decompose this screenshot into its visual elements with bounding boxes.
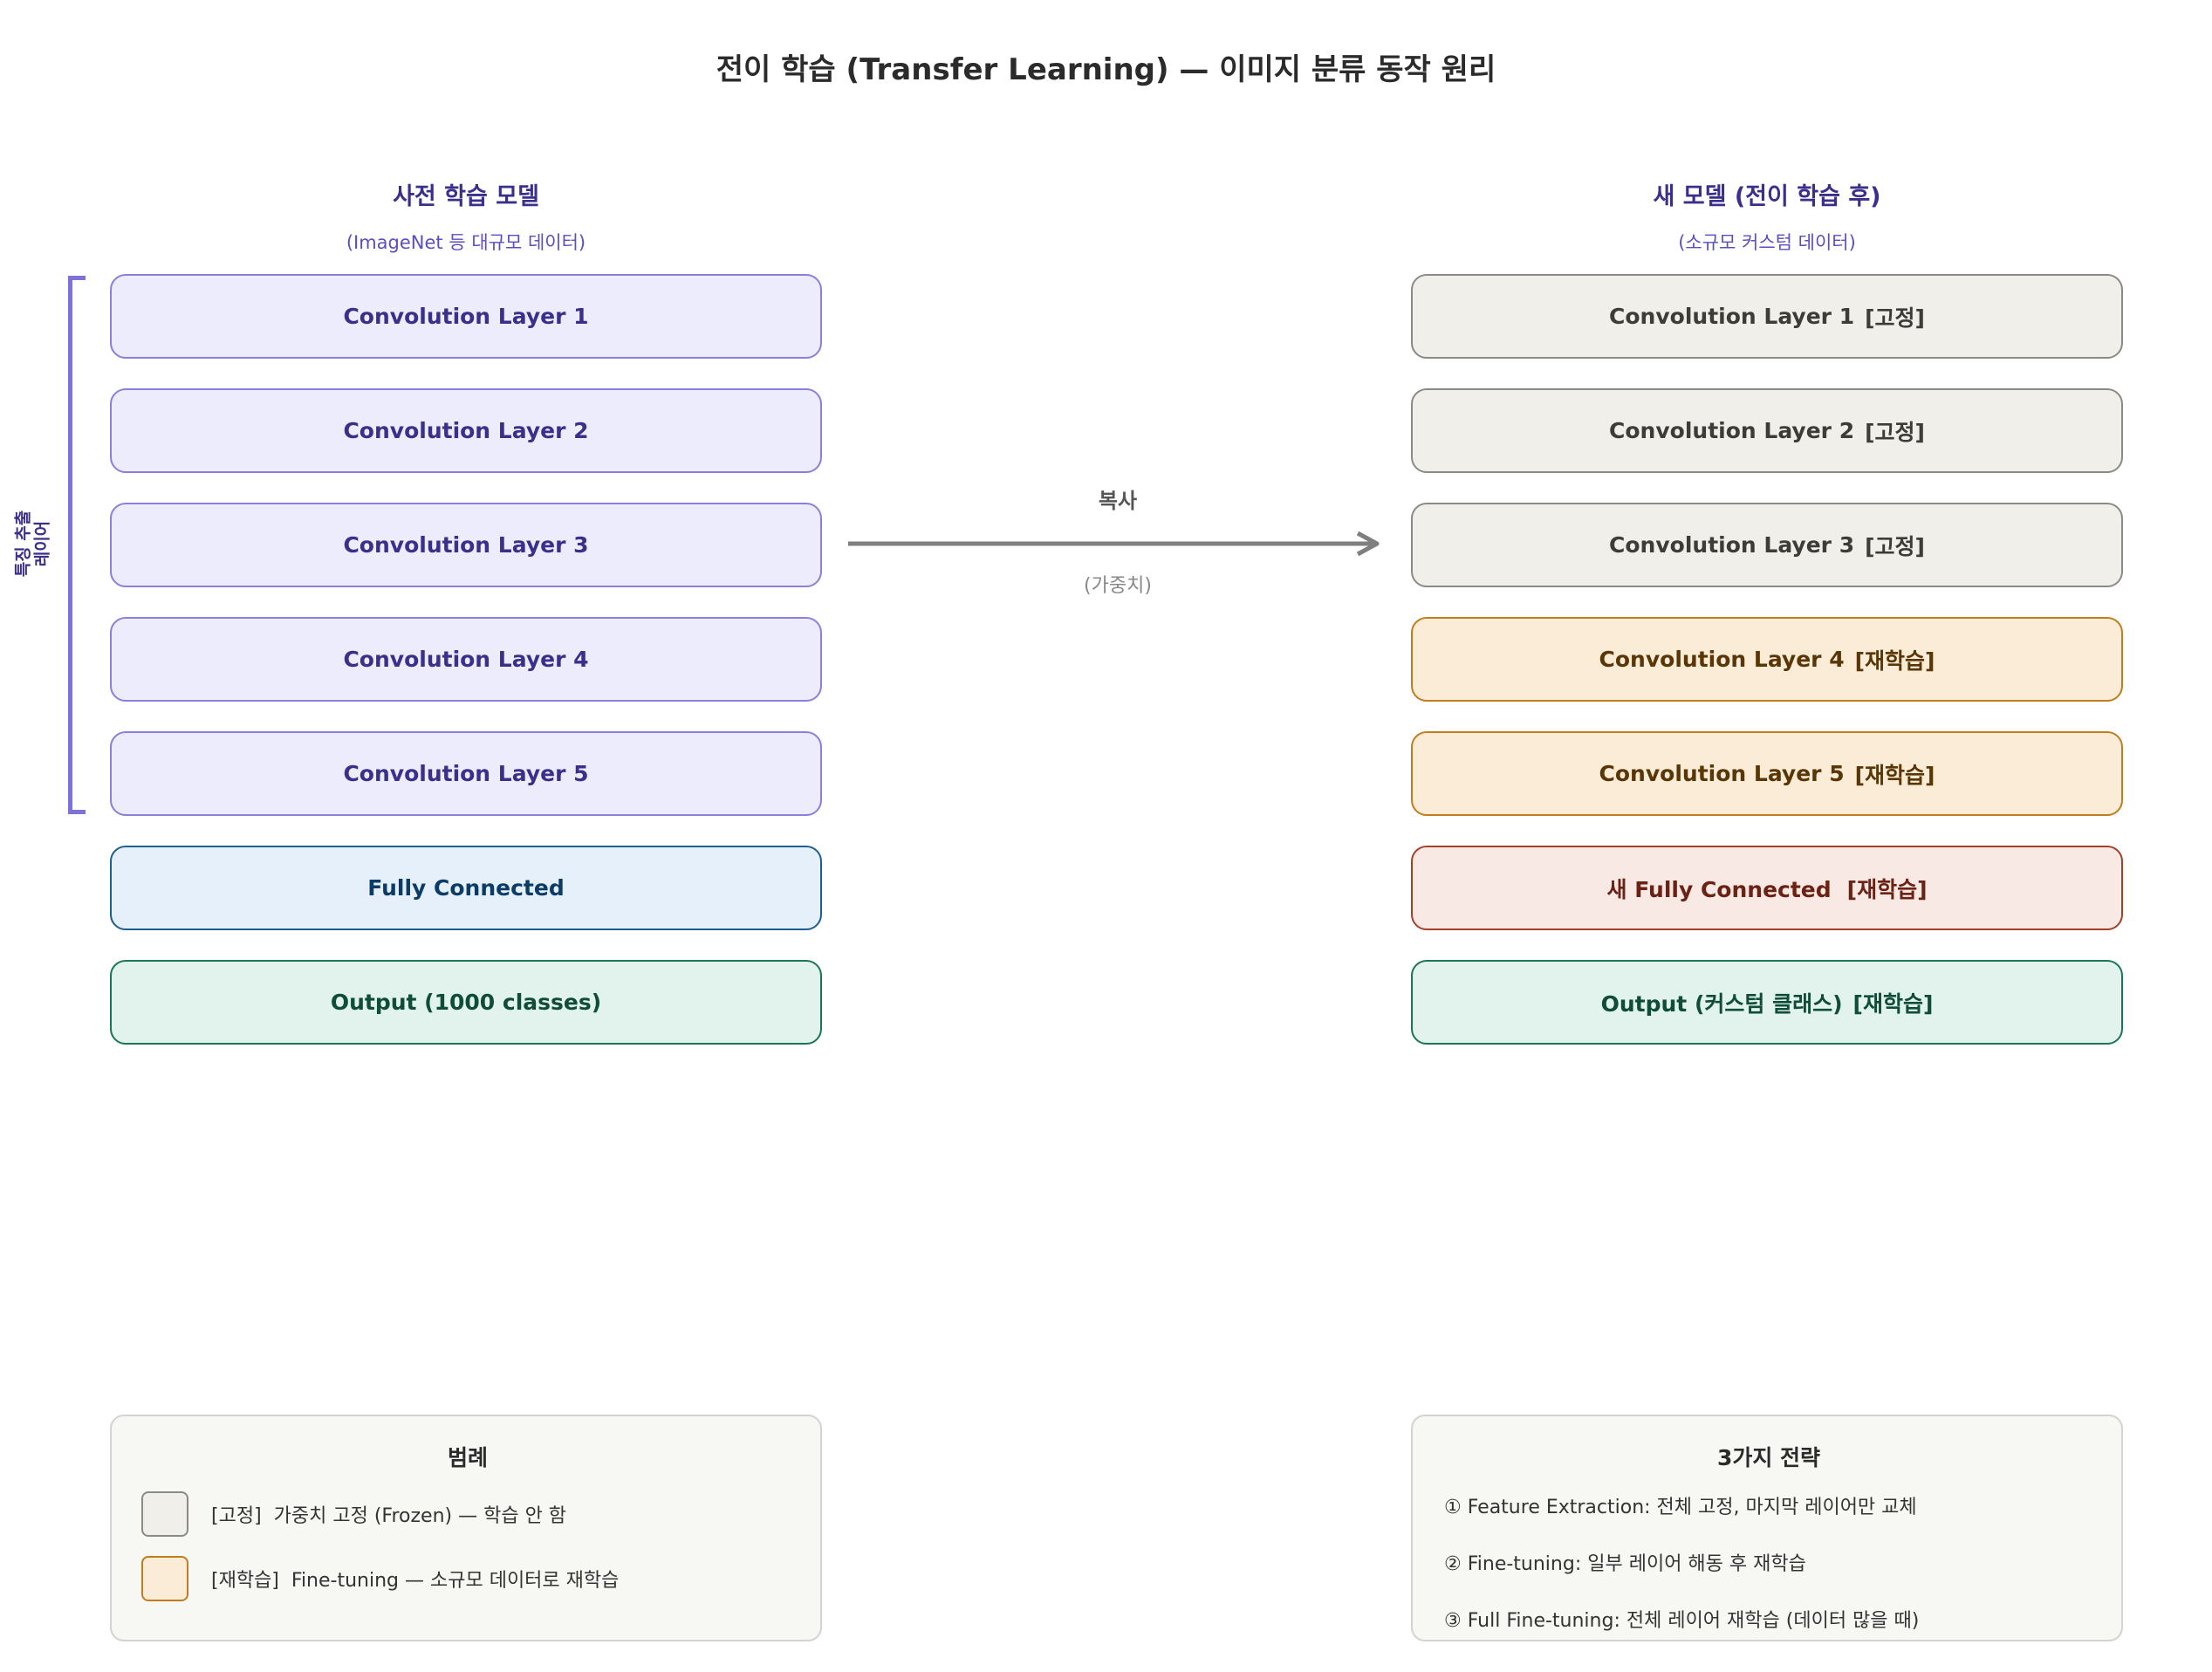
pretrained-fully-connected: Fully Connected — [110, 846, 822, 930]
legend-title: 범례 — [447, 1445, 488, 1470]
diagram-title: 전이 학습 (Transfer Learning) — 이미지 분류 동작 원리 — [716, 52, 1496, 87]
new-fully-connected: 새 Fully Connected [재학습] — [1411, 846, 2123, 930]
feature-extraction-label: 특징 추출 레이어 — [13, 510, 52, 578]
frozen-tag: [고정] — [1865, 305, 1925, 331]
retrain-swatch — [141, 1556, 188, 1601]
feature-extraction-bracket — [68, 276, 86, 814]
pretrained-conv-layer-1: Convolution Layer 1 — [110, 274, 822, 359]
layer-name: 새 Fully Connected — [1606, 876, 1832, 902]
strategy-item-2: ② Fine-tuning: 일부 레이어 해동 후 재학습 — [1444, 1553, 1806, 1575]
strategies-title: 3가지 전략 — [1716, 1445, 1821, 1470]
pretrained-output-layer: Output (1000 classes) — [110, 960, 822, 1045]
strategy-item-3: ③ Full Fine-tuning: 전체 레이어 재학습 (데이터 많을 때… — [1444, 1610, 1920, 1632]
layer-name: Convolution Layer 3 — [1609, 532, 1855, 558]
pretrained-conv-layer-4: Convolution Layer 4 — [110, 617, 822, 702]
pretrained-conv-layer-5: Convolution Layer 5 — [110, 731, 822, 816]
new-conv-layer-1: Convolution Layer 1 [고정] — [1411, 274, 2123, 359]
copy-arrow-sublabel: (가중치) — [1084, 575, 1152, 597]
new-model-heading: 새 모델 (전이 학습 후) — [1653, 183, 1881, 210]
legend-text: 가중치 고정 (Frozen) — 학습 안 함 — [273, 1505, 567, 1527]
retrain-tag: [재학습] — [1852, 990, 1934, 1017]
copy-arrow — [848, 531, 1380, 557]
new-conv-layer-5: Convolution Layer 5 [재학습] — [1411, 731, 2123, 816]
frozen-tag: [고정] — [1865, 419, 1925, 445]
layer-name: Convolution Layer 2 — [1609, 418, 1855, 443]
legend-tag: [재학습] — [211, 1570, 279, 1592]
legend-panel: 범례 [고정] 가중치 고정 (Frozen) — 학습 안 함 [재학습] F… — [110, 1415, 822, 1641]
pretrained-model-heading: 사전 학습 모델 — [393, 183, 539, 210]
new-output-layer: Output (커스텀 클래스) [재학습] — [1411, 960, 2123, 1045]
legend-tag: [고정] — [211, 1505, 262, 1527]
retrain-tag: [재학습] — [1846, 876, 1928, 902]
new-model-subheading: (소규모 커스텀 데이터) — [1678, 232, 1856, 253]
feature-extraction-label-wrap: 특징 추출 레이어 — [12, 496, 52, 592]
pretrained-conv-layer-3: Convolution Layer 3 — [110, 503, 822, 587]
strategies-panel: 3가지 전략 ① Feature Extraction: 전체 고정, 마지막 … — [1411, 1415, 2123, 1641]
pretrained-model-subheading: (ImageNet 등 대규모 데이터) — [346, 232, 586, 253]
legend-text: Fine-tuning — 소규모 데이터로 재학습 — [291, 1570, 620, 1592]
retrain-tag: [재학습] — [1854, 648, 1935, 674]
retrain-tag: [재학습] — [1854, 762, 1935, 788]
legend-item-frozen: [고정] 가중치 고정 (Frozen) — 학습 안 함 — [211, 1500, 566, 1528]
pretrained-conv-layer-2: Convolution Layer 2 — [110, 388, 822, 473]
layer-name: Output (커스텀 클래스) — [1600, 990, 1843, 1017]
strategy-item-1: ① Feature Extraction: 전체 고정, 마지막 레이어만 교체 — [1444, 1497, 1917, 1518]
legend-item-retrain: [재학습] Fine-tuning — 소규모 데이터로 재학습 — [211, 1565, 619, 1593]
layer-name: Convolution Layer 5 — [1599, 761, 1845, 786]
layer-name: Convolution Layer 4 — [1599, 647, 1845, 672]
frozen-swatch — [141, 1491, 188, 1537]
layer-name: Convolution Layer 1 — [1609, 304, 1855, 329]
new-conv-layer-3: Convolution Layer 3 [고정] — [1411, 503, 2123, 587]
copy-arrow-label: 복사 — [1098, 489, 1138, 513]
new-conv-layer-2: Convolution Layer 2 [고정] — [1411, 388, 2123, 473]
frozen-tag: [고정] — [1865, 533, 1925, 559]
new-conv-layer-4: Convolution Layer 4 [재학습] — [1411, 617, 2123, 702]
